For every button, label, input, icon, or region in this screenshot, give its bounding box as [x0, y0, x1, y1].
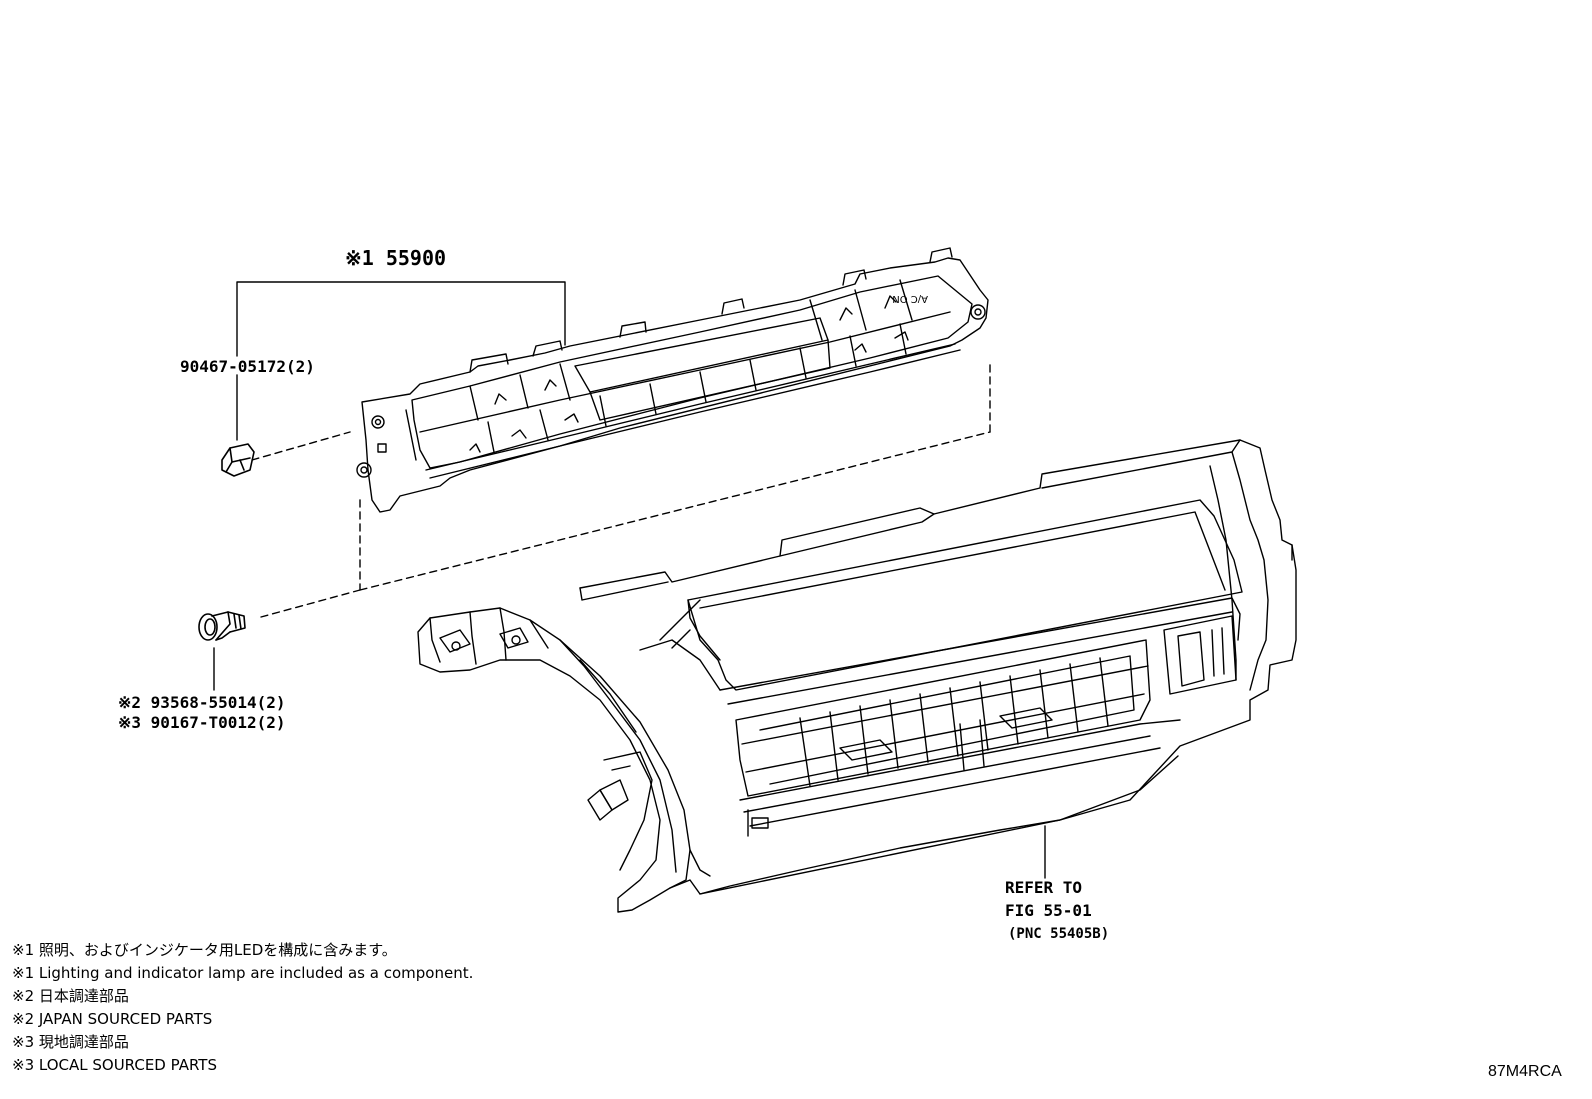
leader-main-part [236, 281, 566, 357]
note-2-en: ※2 JAPAN SOURCED PARTS [12, 1010, 212, 1028]
assembly-lines [251, 361, 991, 618]
note-1-jp: ※1 照明、およびインジケータ用LEDを構成に含みます。 [12, 941, 397, 959]
refer-line-3: (PNC 55405B) [1008, 926, 1109, 942]
panel-button-text: A/C ON [892, 293, 928, 304]
note-1-en: ※1 Lighting and indicator lamp are inclu… [12, 964, 473, 982]
screw-part-number-b: ※3 90167-T0012(2) [118, 713, 286, 732]
note-3-jp: ※3 現地調達部品 [12, 1033, 129, 1051]
note-3-en: ※3 LOCAL SOURCED PARTS [12, 1056, 217, 1074]
cluster-housing [417, 439, 1297, 913]
note-2-jp: ※2 日本調達部品 [12, 987, 129, 1005]
clip-part-number: 90467-05172(2) [180, 357, 315, 376]
main-part-number: ※1 55900 [345, 246, 446, 270]
refer-line-1: REFER TO [1005, 878, 1082, 897]
refer-line-2: FIG 55-01 [1005, 901, 1092, 920]
switch-panel [356, 247, 989, 513]
screw-part-number-a: ※2 93568-55014(2) [118, 693, 286, 712]
screw-part [198, 611, 246, 641]
housing-base-line [699, 755, 1179, 895]
labels-layer: ※1 55900 90467-05172(2) ※2 93568-55014(2… [12, 246, 1562, 1080]
illustration-code: 87M4RCA [1488, 1063, 1562, 1080]
clip-part [221, 443, 255, 477]
